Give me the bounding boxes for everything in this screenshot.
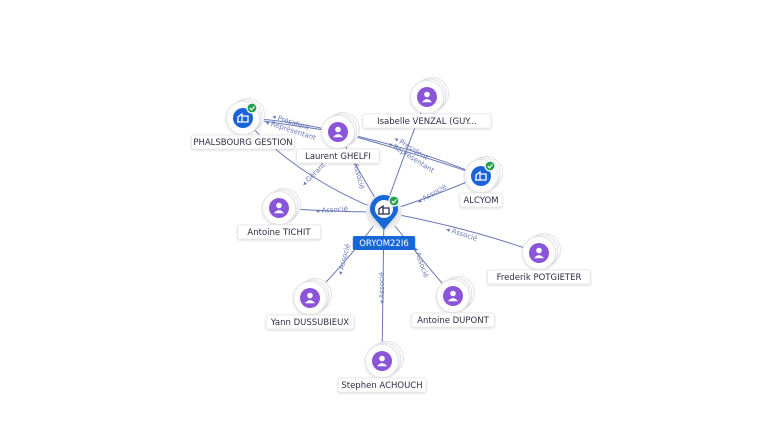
check-icon	[487, 164, 493, 169]
person-head	[276, 202, 282, 209]
node-potgieter[interactable]: Frederik POTGIETER	[487, 233, 591, 285]
node-label-box	[411, 312, 495, 328]
person-head	[424, 91, 430, 98]
person-head	[379, 355, 385, 362]
node-label-box	[191, 134, 295, 150]
person-head	[307, 292, 313, 299]
node-label-box	[296, 148, 380, 164]
node-dussubieux[interactable]: Yann DUSSUBIEUX	[265, 278, 355, 330]
node-label-box	[237, 224, 321, 240]
edge-label: ◂ Associé	[336, 243, 352, 276]
edge-label: ◂ Associé	[378, 272, 386, 304]
person-body	[377, 363, 387, 367]
building-icon	[378, 204, 390, 215]
node-ghelfi[interactable]: Laurent GHELFI	[296, 112, 380, 164]
person-body	[333, 134, 343, 138]
node-phalsbourg[interactable]: PHALSBOURG GESTION	[191, 98, 295, 150]
verified-badge	[388, 195, 400, 207]
node-label: Frederik POTGIETER	[497, 273, 582, 283]
edge-label: ◂ Associé	[416, 183, 448, 206]
nodes-layer: PHALSBOURG GESTION Laurent GHELFI Isabelle…	[191, 77, 591, 393]
edge-label: ◂ Associé	[445, 225, 478, 243]
node-label: Antoine DUPONT	[417, 316, 489, 326]
node-label: Antoine TICHIT	[247, 228, 311, 238]
building-icon	[475, 170, 487, 181]
node-label: Laurent GHELFI	[305, 152, 371, 162]
node-label-box	[362, 113, 492, 129]
edge-label: ◂ Associé	[316, 205, 349, 215]
node-label-box	[487, 269, 591, 285]
node-label-box	[459, 192, 503, 208]
check-icon	[391, 199, 397, 204]
edge-label: ◂ Gérant	[300, 161, 327, 188]
node-label: Stephen ACHOUCH	[341, 381, 422, 391]
node-tichit[interactable]: Antoine TICHIT	[237, 188, 321, 240]
node-center-oryom[interactable]: ORYOM22I6	[352, 194, 416, 250]
node-label-box	[337, 377, 427, 393]
building-icon	[237, 112, 249, 123]
node-label: ALCYOM	[463, 196, 498, 206]
company-disc	[233, 108, 253, 128]
node-venzal[interactable]: Isabelle VENZAL (GUY...	[362, 77, 492, 129]
verified-badge	[246, 102, 258, 114]
node-label-box	[265, 314, 355, 330]
person-body	[534, 255, 544, 259]
person-body	[448, 298, 458, 302]
person-head	[335, 126, 341, 133]
company-disc	[471, 166, 491, 186]
person-body	[305, 300, 315, 304]
node-dupont[interactable]: Antoine DUPONT	[411, 276, 495, 328]
person-body	[274, 210, 284, 214]
verified-badge	[484, 160, 496, 172]
center-label-box	[352, 236, 416, 250]
edge-phalsbourg-oryom	[242, 117, 385, 213]
person-body	[422, 99, 432, 103]
node-label: Isabelle VENZAL (GUY...	[377, 117, 477, 127]
check-icon	[249, 106, 255, 111]
person-head	[450, 290, 456, 297]
edge-potgieter-oryom	[383, 211, 540, 254]
node-alcyom[interactable]: ALCYOM	[459, 156, 503, 208]
node-label: Yann DUSSUBIEUX	[270, 318, 349, 328]
node-achouch[interactable]: Stephen ACHOUCH	[337, 341, 427, 393]
node-label: PHALSBOURG GESTION	[193, 138, 292, 148]
edge-label: ◂ Associé	[412, 246, 431, 279]
center-label: ORYOM22I6	[359, 239, 409, 249]
person-head	[536, 247, 542, 254]
